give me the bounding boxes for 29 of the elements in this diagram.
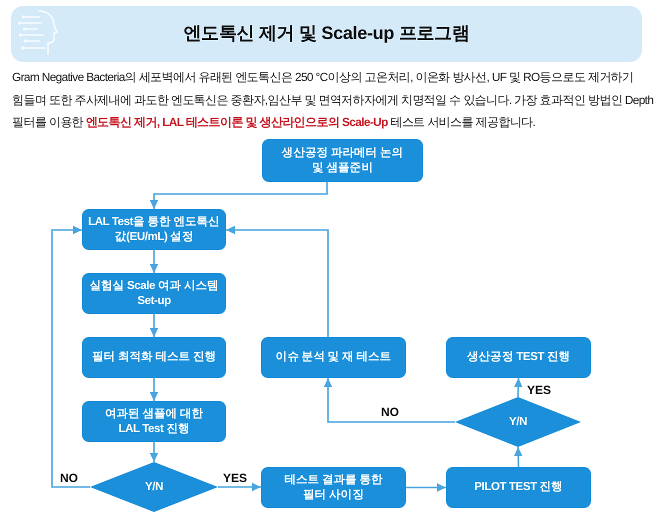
arrow: [150, 314, 158, 337]
process-box: 생산공정 파라메터 논의 및 샘플준비: [262, 139, 423, 182]
arrow: [514, 446, 522, 468]
arrow: [150, 182, 328, 209]
edge-label: YES: [527, 383, 552, 398]
edge-label: YES: [223, 471, 248, 486]
decision-diamond: Y/N: [455, 397, 581, 447]
arrow: [226, 226, 329, 337]
arrow: [150, 442, 158, 462]
process-box: LAL Test을 통한 엔도톡신 값(EU/mL) 설정: [82, 209, 226, 250]
title: 엔도톡신 제거 및 Scale-up 프로그램: [183, 22, 470, 45]
process-box: PILOT TEST 진행: [446, 467, 591, 508]
arrow: [406, 483, 446, 492]
process-box: 실험실 Scale 여과 시스템 Set-up: [82, 273, 226, 314]
arrow: [150, 250, 158, 273]
process-box: 필터 최적화 테스트 진행: [82, 337, 226, 378]
arrow: [150, 378, 158, 401]
decision-diamond: Y/N: [90, 462, 218, 512]
process-box: 이슈 분석 및 재 테스트: [261, 337, 406, 378]
arrow: [218, 482, 261, 492]
edge-label: NO: [381, 405, 399, 420]
arrow: [51, 226, 90, 488]
description-text: Gram Negative Bacteria의 세포벽에서 유래된 엔도톡신은 250 °C이상의 고온처리, 이온화 방사선, UF 및 RO등으로도 제거하기 힘들며 또한 주사제내에 과도한 엔도톡신은 중환자,임산부 및 면역저하자에게 치명적일 수 있습니다. 가장 효과적인 방법인 Depth 필터를 이용한 엔도톡신 제거, LAL 테스트이론 및 생산라인으로의 Scale-Up 테스트 서비스를 제공합니다.: [12, 69, 654, 131]
arrow: [324, 378, 455, 423]
arrow: [514, 378, 522, 398]
process-box: 테스트 결과를 통한 필터 사이징: [261, 467, 406, 508]
process-box: 여과된 샘플에 대한 LAL Test 진행: [82, 401, 226, 442]
process-box: 생산공정 TEST 진행: [446, 337, 591, 378]
edge-label: NO: [60, 471, 78, 486]
